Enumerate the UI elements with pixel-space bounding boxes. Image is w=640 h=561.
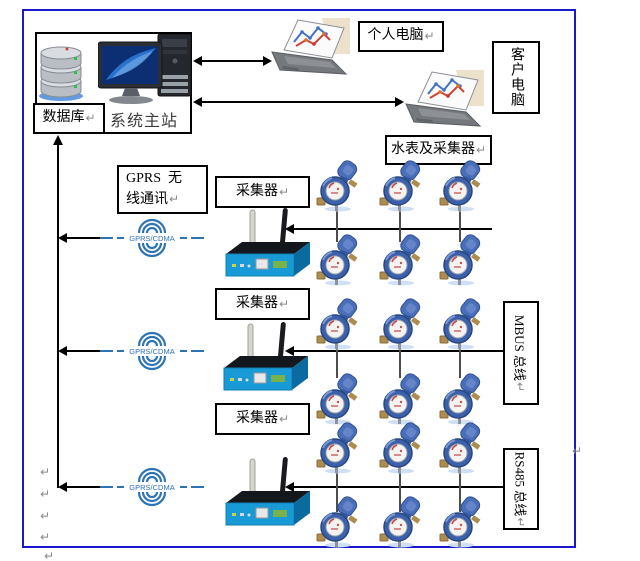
return-mark: ↵ bbox=[85, 111, 96, 126]
client-computer-label-box: 客户电脑 ↵ bbox=[492, 41, 540, 114]
meter-drop-line bbox=[336, 466, 338, 512]
mbus-label: MBUS 总线 bbox=[512, 314, 528, 381]
meter-drop-line bbox=[459, 206, 461, 242]
gprs-cdma-icon: GPRS/CDMA bbox=[100, 467, 204, 507]
bus-line-1 bbox=[293, 228, 492, 230]
bus-line-2 bbox=[293, 350, 503, 352]
water-meter-icon bbox=[437, 494, 483, 548]
arrow-head-right bbox=[263, 56, 272, 66]
rs485-label: RS485 总线 bbox=[512, 451, 528, 516]
meter-drop-line bbox=[399, 466, 401, 512]
database-label-box: 数据库↵ bbox=[33, 103, 105, 134]
water-meter-icon bbox=[314, 420, 360, 474]
collector-label-box-3: 采集器↵ bbox=[215, 403, 310, 435]
return-mark: ↵ bbox=[572, 444, 583, 458]
return-mark: ↵ bbox=[40, 487, 51, 501]
return-mark: ↵ bbox=[278, 296, 290, 311]
meter-drop-line bbox=[459, 466, 461, 512]
collector-label: 采集器 bbox=[235, 183, 278, 199]
water-meter-icon bbox=[314, 158, 360, 212]
arrow-head-up bbox=[53, 135, 63, 145]
master-station-label: 系统主站 bbox=[110, 113, 179, 130]
return-mark: ↵ bbox=[40, 465, 51, 479]
arrow-head-left bbox=[193, 97, 202, 107]
return-mark: ↵ bbox=[514, 381, 529, 392]
collector-router-icon-2 bbox=[218, 320, 310, 392]
water-meter-icon bbox=[437, 296, 483, 350]
water-meter-icon bbox=[437, 420, 483, 474]
collector-router-icon-3 bbox=[220, 455, 312, 527]
meter-drop-line bbox=[459, 332, 461, 378]
water-meter-icon bbox=[437, 232, 483, 286]
arrow-head-left bbox=[58, 233, 67, 243]
collector-label-box-1: 采集器↵ bbox=[215, 176, 310, 208]
return-mark: ↵ bbox=[424, 29, 435, 44]
personal-computer-icon bbox=[268, 16, 354, 80]
trunk-line bbox=[57, 144, 59, 488]
return-mark: ↵ bbox=[278, 184, 290, 199]
client-computer-label: 客户电脑 bbox=[509, 47, 524, 107]
water-meter-icon bbox=[437, 158, 483, 212]
meter-drop-line bbox=[336, 206, 338, 242]
database-label: 数据库 bbox=[42, 110, 85, 126]
arrow-head-left bbox=[58, 346, 67, 356]
return-mark: ↵ bbox=[512, 95, 523, 109]
water-meter-icon bbox=[377, 494, 423, 548]
database-icon bbox=[36, 44, 86, 102]
branch-line-2 bbox=[66, 350, 104, 352]
meter-drop-line bbox=[399, 206, 401, 242]
master-computer-icon bbox=[98, 34, 192, 106]
branch-line-3 bbox=[66, 486, 104, 488]
collector-label-box-2: 采集器↵ bbox=[215, 288, 310, 320]
gprs-note-text: GPRS 无 线通讯 bbox=[126, 171, 183, 207]
personal-computer-label-box: 个人电脑↵ bbox=[358, 21, 444, 52]
arrow-head-left bbox=[58, 482, 67, 492]
link-master-client bbox=[201, 101, 396, 103]
return-mark: ↵ bbox=[40, 530, 51, 544]
water-meter-icon bbox=[314, 494, 360, 548]
water-meter-icon bbox=[377, 420, 423, 474]
collector-label: 采集器 bbox=[235, 410, 278, 426]
meter-drop-line bbox=[336, 332, 338, 378]
water-meter-icon bbox=[377, 158, 423, 212]
rs485-label-box: RS485 总线↵ bbox=[503, 448, 539, 530]
collector-label: 采集器 bbox=[235, 295, 278, 311]
water-meter-icon bbox=[377, 371, 423, 425]
water-meter-icon bbox=[314, 296, 360, 350]
meters-collector-label-box: 水表及采集器↵ bbox=[385, 135, 492, 165]
water-meter-icon bbox=[377, 296, 423, 350]
gprs-note-box: GPRS 无 线通讯↵ bbox=[117, 165, 208, 214]
return-mark: ↵ bbox=[40, 509, 51, 523]
return-mark: ↵ bbox=[44, 549, 55, 561]
personal-computer-label: 个人电脑 bbox=[367, 28, 424, 44]
arrow-head-right bbox=[395, 97, 404, 107]
water-meter-icon bbox=[314, 371, 360, 425]
gprs-cdma-icon: GPRS/CDMA bbox=[100, 218, 204, 258]
branch-line-1 bbox=[66, 237, 104, 239]
meters-collector-label: 水表及采集器 bbox=[390, 141, 475, 157]
return-mark: ↵ bbox=[169, 192, 180, 206]
return-mark: ↵ bbox=[475, 142, 487, 157]
return-mark: ↵ bbox=[278, 411, 290, 426]
arrow-head-left bbox=[285, 224, 294, 234]
diagram-border bbox=[22, 9, 576, 548]
gprs-cdma-icon: GPRS/CDMA bbox=[100, 331, 204, 371]
return-mark: ↵ bbox=[514, 516, 528, 527]
client-computer-icon bbox=[402, 68, 488, 132]
gprs-cdma-label: GPRS/CDMA bbox=[129, 234, 174, 243]
gprs-cdma-label: GPRS/CDMA bbox=[129, 347, 174, 356]
water-meter-icon bbox=[437, 371, 483, 425]
water-meter-icon bbox=[377, 232, 423, 286]
arrow-head-left bbox=[285, 482, 294, 492]
meter-drop-line bbox=[399, 332, 401, 378]
link-master-personal bbox=[201, 60, 264, 62]
arrow-head-left bbox=[193, 56, 202, 66]
collector-router-icon-1 bbox=[220, 206, 312, 278]
arrow-head-left bbox=[285, 346, 294, 356]
bus-line-3 bbox=[293, 486, 503, 488]
water-meter-icon bbox=[314, 232, 360, 286]
mbus-label-box: MBUS 总线↵ bbox=[503, 301, 539, 405]
gprs-cdma-label: GPRS/CDMA bbox=[129, 483, 174, 492]
